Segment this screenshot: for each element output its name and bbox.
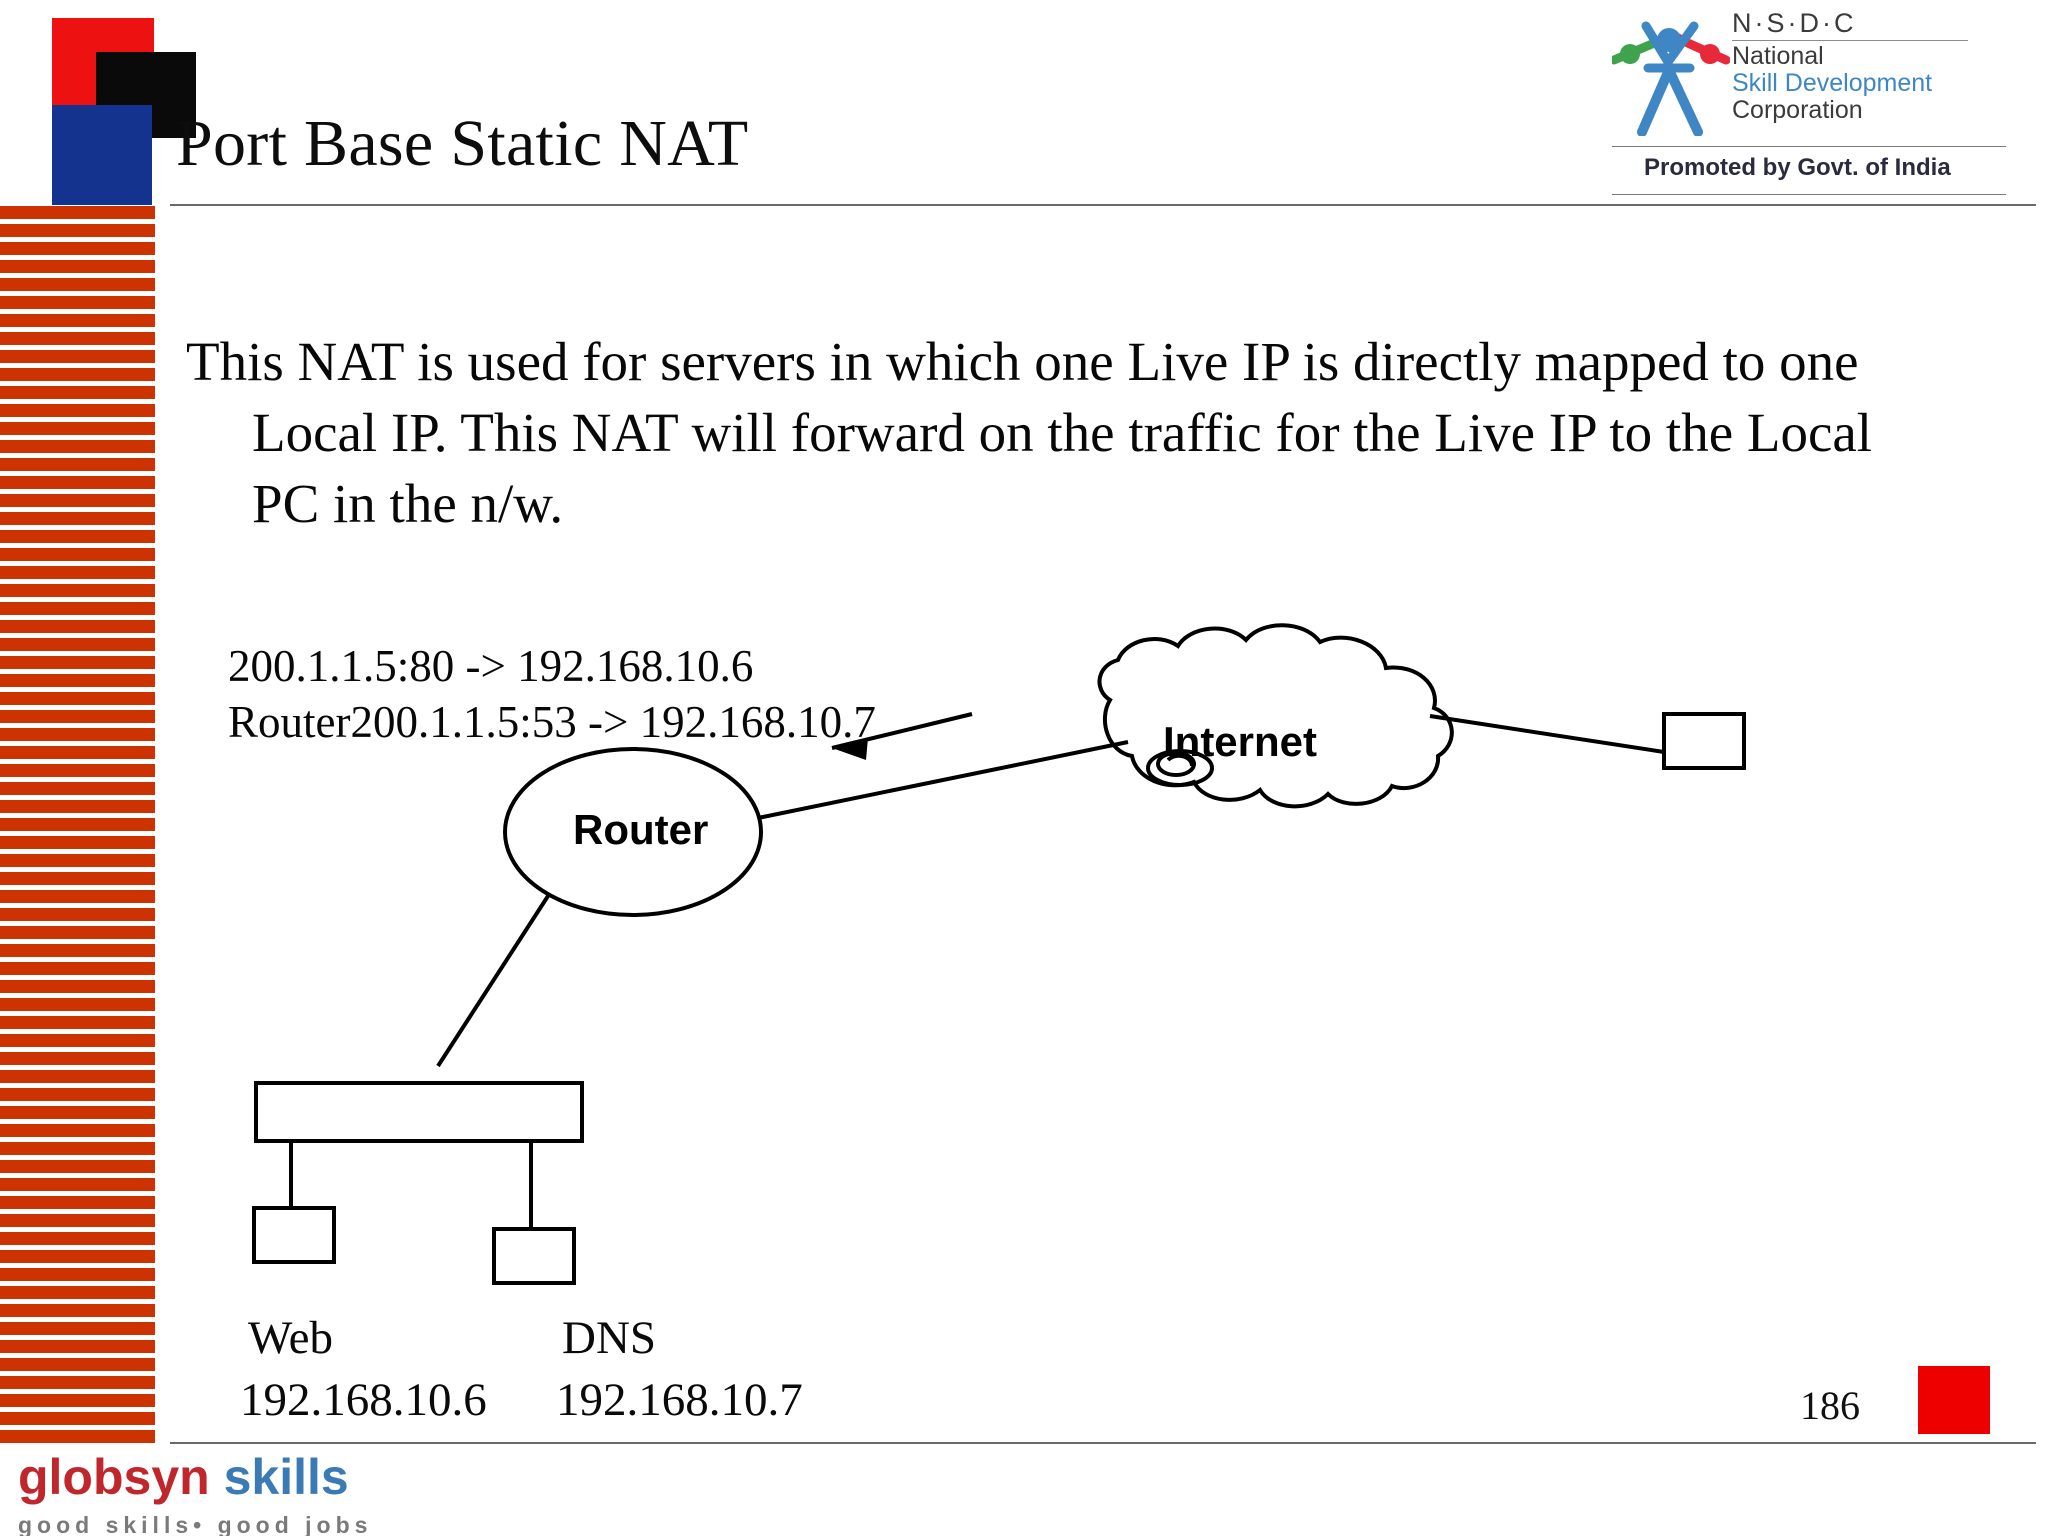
- nsdc-acronym-rule: [1732, 40, 1968, 41]
- internet-cloud-icon: [1097, 623, 1454, 809]
- web-server-label: Web: [248, 1312, 333, 1364]
- nsdc-acronym: N·S·D·C: [1732, 8, 1857, 38]
- nat-mapping-text: 200.1.1.5:80 -> 192.168.10.6 Router200.1…: [228, 638, 876, 750]
- nsdc-line-national: National: [1732, 42, 1824, 70]
- decor-square-blue: [52, 105, 152, 205]
- globsyn-wordmark: globsyn skills: [18, 1450, 372, 1504]
- page-title: Port Base Static NAT: [176, 107, 749, 180]
- globsyn-skills-logo: globsyn skills good skills• good jobs: [18, 1450, 372, 1536]
- nsdc-line-corporation: Corporation: [1732, 96, 1863, 124]
- nsdc-people-icon: [1612, 21, 1730, 136]
- nsdc-logo: N·S·D·C National Skill Development Corpo…: [1612, 6, 2012, 202]
- web-server-box: [252, 1206, 336, 1264]
- page-number: 186: [1800, 1383, 1860, 1428]
- dns-server-label: DNS: [562, 1312, 657, 1364]
- web-server-ip: 192.168.10.6: [240, 1374, 487, 1426]
- left-stripe-band: [0, 206, 155, 1443]
- internet-label: Internet: [1163, 718, 1318, 765]
- nsdc-divider-bottom: [1612, 194, 2006, 195]
- body-paragraph: This NAT is used for servers in which on…: [186, 326, 1996, 539]
- link-router-switch: [436, 894, 550, 1068]
- globsyn-word-globsyn: globsyn: [18, 1449, 210, 1505]
- dns-server-ip: 192.168.10.7: [556, 1374, 803, 1426]
- router-label: Router: [573, 806, 709, 853]
- decor-square-red-footer: [1918, 1366, 1990, 1434]
- globsyn-word-skills: skills: [223, 1449, 349, 1505]
- nat-mapping-line-1: 200.1.1.5:80 -> 192.168.10.6: [228, 641, 754, 691]
- nsdc-wordmark: N·S·D·C National Skill Development Corpo…: [1732, 8, 2004, 124]
- header-divider: [170, 204, 2036, 206]
- nsdc-promoted-text: Promoted by Govt. of India: [1644, 154, 1951, 181]
- body-line-1: This NAT is used for servers in which on…: [186, 331, 1859, 392]
- link-router-internet: [757, 740, 1129, 820]
- link-internet-remote-pc: [1429, 714, 1665, 754]
- body-line-3: PC in the n/w.: [252, 473, 564, 534]
- nsdc-line-skill-development: Skill Development: [1732, 69, 1933, 97]
- globsyn-tagline: good skills• good jobs: [18, 1512, 373, 1536]
- footer-divider: [170, 1442, 2036, 1444]
- nsdc-divider-top: [1612, 146, 2006, 147]
- dns-server-box: [492, 1227, 576, 1285]
- nat-mapping-line-2: Router200.1.1.5:53 -> 192.168.10.7: [228, 697, 876, 747]
- remote-pc-box: [1662, 712, 1746, 770]
- body-line-2: Local IP. This NAT will forward on the t…: [252, 402, 1873, 463]
- switch-box: [254, 1081, 584, 1143]
